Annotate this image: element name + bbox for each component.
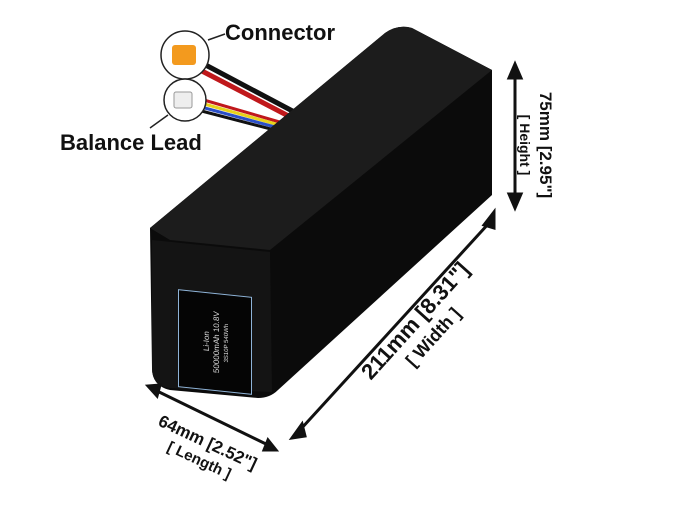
label-config: 3S10P 540Wh bbox=[224, 323, 230, 363]
label-capacity: 50000mAh 10.8V bbox=[212, 310, 221, 374]
height-label: [ Height ] bbox=[517, 114, 534, 176]
connector-icon bbox=[172, 45, 196, 65]
dimension-arrows bbox=[144, 60, 524, 452]
balance-connector-icon bbox=[173, 91, 193, 109]
height-dimension: 75mm [2.95"] [ Height ] bbox=[515, 92, 555, 198]
balance-lead-callout-label: Balance Lead bbox=[60, 130, 202, 155]
label-chemistry: Li-Ion bbox=[202, 330, 211, 352]
battery-label: Li-Ion 50000mAh 10.8V 3S10P 540Wh bbox=[178, 289, 252, 395]
connector-callout-label: Connector bbox=[225, 20, 335, 45]
height-value: 75mm [2.95"] bbox=[536, 91, 556, 199]
